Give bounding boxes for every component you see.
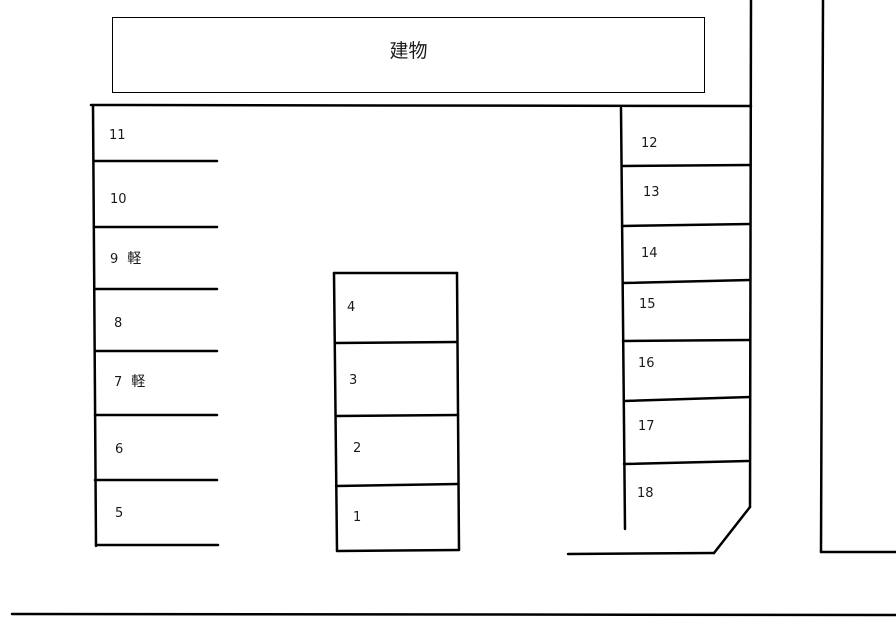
stall-number: 17 [638,419,655,434]
stall-divider [334,413,460,418]
island-left-wall [332,271,339,553]
stall-divider [620,222,752,228]
stall-6: 6 [115,442,123,458]
lot-top-boundary [89,103,753,108]
stall-10: 10 [110,192,127,208]
stall-18: 18 [637,486,654,502]
stall-16: 16 [638,356,655,372]
right-column-outer-wall [748,0,753,509]
stall-5: 5 [115,506,123,522]
left-column-wall [91,104,98,548]
stall-number: 11 [109,128,126,143]
stall-2: 2 [353,441,361,457]
stall-divider [621,278,752,285]
stall-divider [622,459,750,466]
kei-car-note: 軽 [131,374,146,390]
entrance-bottom-edge [566,551,716,556]
stall-number: 14 [641,246,658,261]
building-label: 建物 [389,40,428,62]
entrance-diagonal [712,505,752,555]
stall-number: 13 [643,185,660,200]
far-right-wall [819,0,825,554]
stall-number: 18 [637,486,654,501]
stall-number: 1 [353,510,362,525]
stall-number: 8 [114,316,123,331]
stall-1: 1 [353,510,361,526]
stall-divider [334,482,460,488]
kei-car-note: 軽 [127,251,142,267]
stall-number: 4 [347,300,356,315]
stall-15: 15 [639,297,656,313]
stall-number: 10 [110,192,127,207]
stall-4: 4 [347,300,355,316]
stall-12: 12 [641,136,658,152]
stall-number: 15 [639,297,656,312]
stall-number: 12 [641,136,658,151]
right-column-inner-wall [619,106,627,531]
island-right-wall [455,271,461,552]
stall-8: 8 [114,316,122,332]
stall-number: 2 [353,441,362,456]
stall-14: 14 [641,246,658,262]
stall-number: 7 [114,375,123,390]
stall-number: 3 [349,373,358,388]
stall-divider [621,338,752,343]
stall-divider [335,548,461,553]
stall-divider [620,163,752,168]
road-line [10,612,896,617]
stall-number: 6 [115,442,124,457]
stall-17: 17 [638,419,655,435]
stall-number: 5 [115,506,124,521]
stall-divider [622,395,752,403]
stall-3: 3 [349,373,357,389]
building: 建物 [112,17,705,93]
stall-13: 13 [643,185,660,201]
stall-11: 11 [109,128,126,144]
stall-divider [333,340,459,345]
stall-number: 9 [110,252,119,267]
stall-number: 16 [638,356,655,371]
